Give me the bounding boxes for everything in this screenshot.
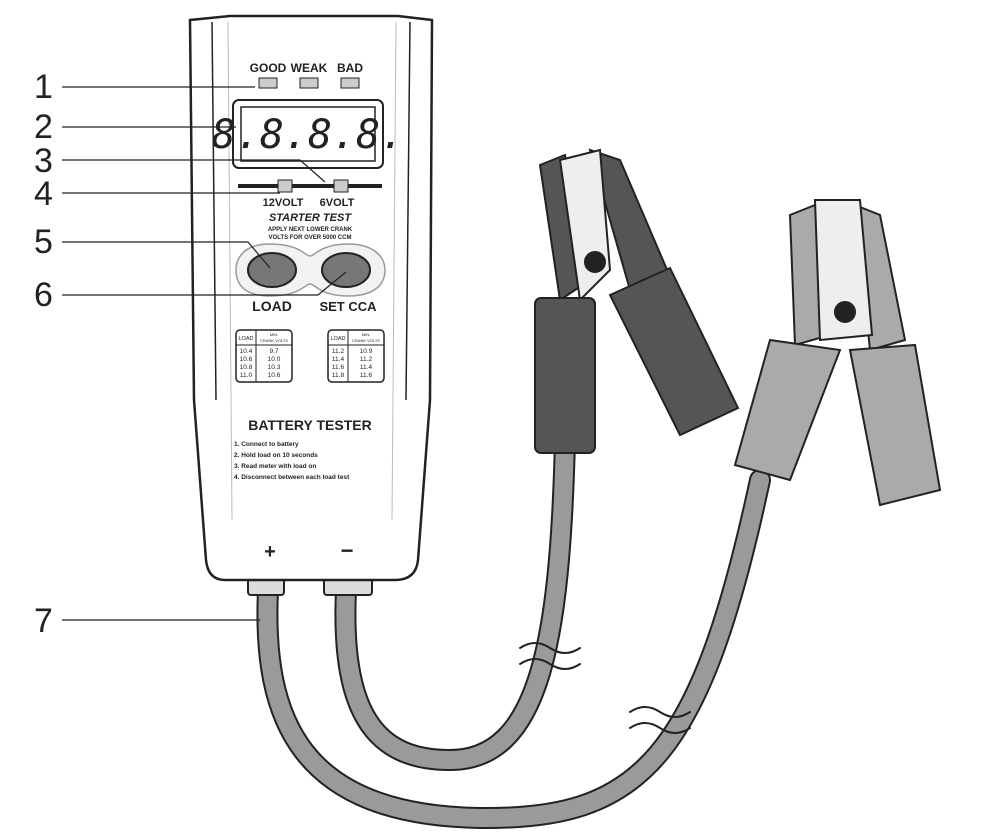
table-cell-load: 10.4 (240, 348, 253, 355)
cables (256, 429, 771, 830)
12volt-label: 12VOLT (263, 197, 304, 209)
table-cell-crank-volts: 10.3 (268, 364, 281, 371)
table-cell-crank-volts: 11.4 (360, 364, 373, 371)
lcd-display: 8.8.8.8. (212, 112, 405, 158)
load-button[interactable] (247, 252, 297, 288)
table-header-crank-volts: CRANK VOLTS (352, 338, 380, 343)
step-3: 3. Read meter with load on (234, 463, 316, 470)
table-header-min: MIN. (362, 332, 370, 337)
table-cell-crank-volts: 11.2 (360, 356, 373, 363)
callout-1: 1 (34, 68, 53, 106)
starter-test-title: STARTER TEST (269, 212, 352, 224)
bad-label: BAD (337, 61, 363, 75)
leader-lines (62, 86, 347, 621)
plus-terminal-label: + (264, 541, 276, 563)
voltage-switch-12v[interactable] (277, 179, 293, 193)
voltage-switch-6v[interactable] (333, 179, 349, 193)
table-cell-crank-volts: 11.6 (360, 372, 373, 379)
step-1: 1. Connect to battery (234, 441, 299, 448)
set-cca-label: SET CCA (319, 299, 377, 314)
table-cell-load: 10.6 (240, 356, 253, 363)
minus-terminal-label: − (341, 538, 354, 563)
black-clamp (534, 148, 740, 454)
table-header-load: LOAD (239, 336, 254, 342)
table-cell-crank-volts: 10.9 (360, 348, 373, 355)
step-4: 4. Disconnect between each load test (234, 474, 350, 481)
red-clamp (733, 199, 942, 507)
callout-3: 3 (34, 142, 53, 180)
table-header-min: MIN. (270, 332, 278, 337)
table-cell-load: 11.8 (332, 372, 345, 379)
table-cell-load: 11.2 (332, 348, 345, 355)
starter-line-2: VOLTS FOR OVER 5000 CCM (269, 235, 352, 241)
weak-label: WEAK (291, 61, 328, 75)
starter-line-1: APPLY NEXT LOWER CRANK (268, 227, 353, 233)
weak-led (299, 77, 319, 89)
table-header-load: LOAD (331, 336, 346, 342)
callout-5: 5 (34, 223, 53, 261)
bad-led (340, 77, 360, 89)
table-cell-load: 11.4 (332, 356, 345, 363)
table-header-crank-volts: CRANK VOLTS (260, 338, 288, 343)
table-cell-crank-volts: 10.0 (268, 356, 281, 363)
step-2: 2. Hold load on 10 seconds (234, 452, 318, 459)
6volt-label: 6VOLT (320, 197, 355, 209)
callout-4: 4 (34, 175, 53, 213)
set-cca-button[interactable] (321, 252, 371, 288)
table-cell-load: 11.6 (332, 364, 345, 371)
break-mark (519, 642, 581, 670)
good-label: GOOD (250, 61, 287, 75)
good-led (258, 77, 278, 89)
table-cell-load: 11.0 (240, 372, 253, 379)
load-table (327, 329, 385, 383)
product-title: BATTERY TESTER (248, 417, 371, 433)
table-cell-crank-volts: 9.7 (269, 348, 278, 355)
callout-2: 2 (34, 108, 53, 146)
callout-6: 6 (34, 276, 53, 314)
table-cell-load: 10.8 (240, 364, 253, 371)
load-label: LOAD (252, 298, 292, 314)
load-table (235, 329, 293, 383)
callout-7: 7 (34, 602, 53, 640)
table-cell-crank-volts: 10.6 (268, 372, 281, 379)
break-mark (629, 706, 691, 734)
